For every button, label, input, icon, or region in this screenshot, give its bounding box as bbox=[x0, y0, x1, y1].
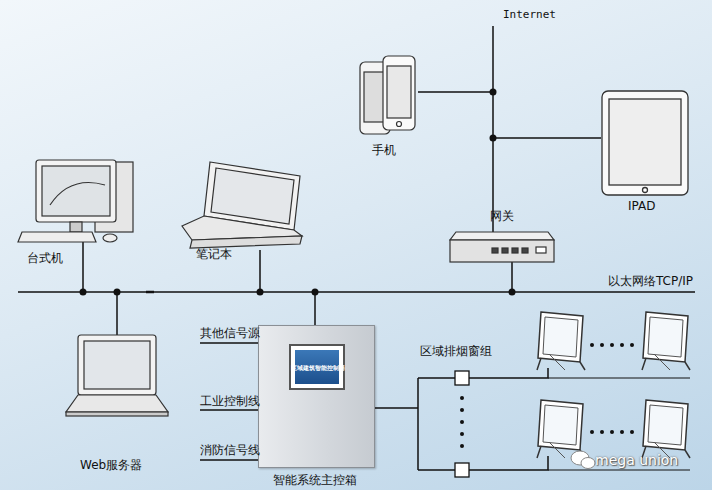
controller-box: 智能系统主控箱 bbox=[258, 325, 375, 468]
device-label: 网关 bbox=[490, 209, 514, 223]
device-label: IPAD bbox=[628, 199, 655, 213]
annotation-label: 以太网络TCP/IP bbox=[608, 274, 693, 288]
annotation-label: 工业控制线 bbox=[200, 394, 260, 408]
device-node: 网关 bbox=[446, 206, 558, 268]
device-label: 智能系统主控箱 bbox=[273, 473, 357, 487]
phone-icons bbox=[360, 56, 415, 134]
device-node: Web服务器 bbox=[62, 332, 172, 476]
ipad-icon bbox=[602, 91, 688, 195]
annotation-label: 区域排烟窗组 bbox=[420, 344, 492, 358]
device-label: 台式机 bbox=[27, 251, 63, 265]
desktop-icon bbox=[18, 160, 133, 242]
device-node: 笔记本 bbox=[178, 158, 306, 264]
annotation-label: 其他信号源 bbox=[200, 326, 260, 340]
relay-box bbox=[455, 371, 469, 385]
annotation-label: 消防信号线 bbox=[200, 443, 260, 457]
gateway-icon bbox=[450, 232, 554, 262]
device-label: 笔记本 bbox=[196, 247, 232, 261]
annotation-label: Internet bbox=[503, 8, 556, 21]
device-label: 手机 bbox=[372, 143, 396, 157]
watermark: mega union bbox=[595, 452, 678, 468]
device-label: Web服务器 bbox=[80, 458, 142, 472]
device-node: 台式机 bbox=[12, 155, 140, 269]
relay-box bbox=[455, 463, 469, 477]
network-wires bbox=[18, 26, 695, 470]
device-node: 手机 bbox=[352, 52, 424, 162]
laptop-icon bbox=[182, 162, 302, 248]
wechat-icon bbox=[571, 451, 595, 469]
annotation-label: 区域建筑智能控制器 bbox=[291, 364, 345, 372]
server-laptop-icon bbox=[66, 335, 168, 416]
device-node: IPAD bbox=[598, 86, 694, 214]
